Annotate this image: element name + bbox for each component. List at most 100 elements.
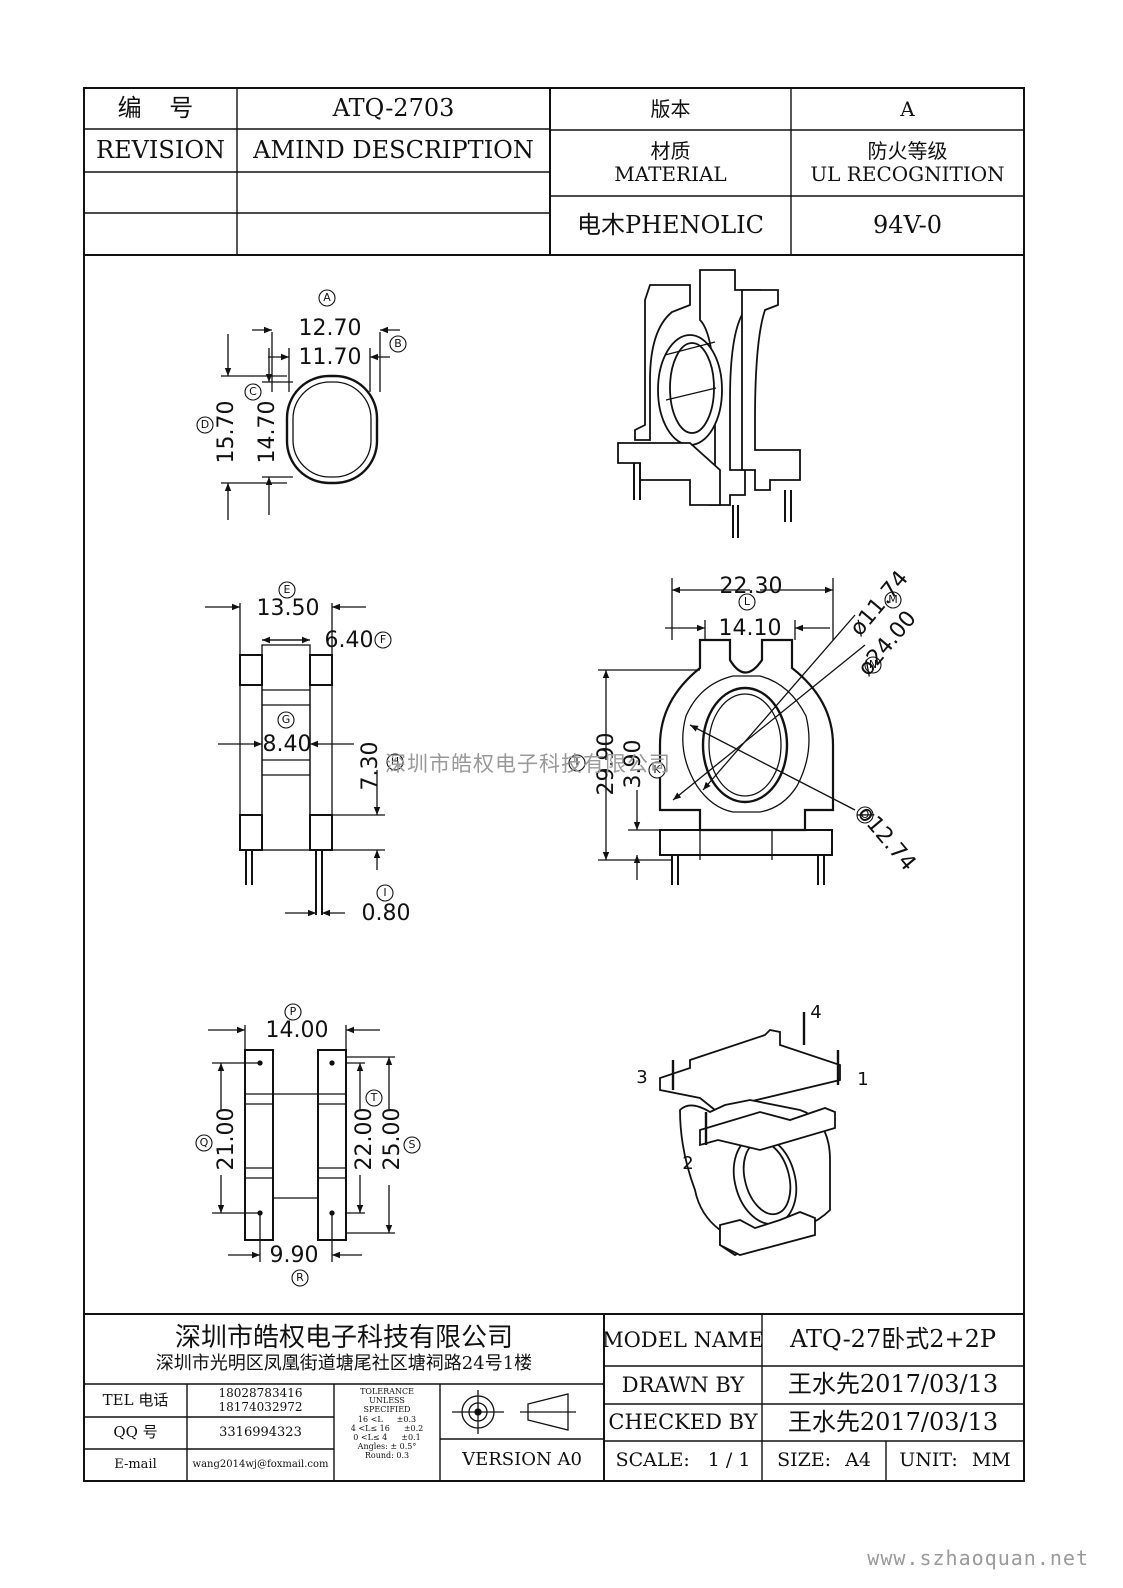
dim-e-width: 13.50 [256,596,320,622]
marker-l: L [743,594,751,608]
fire-label-cn: 防火等级 [867,139,948,163]
marker-f: F [379,632,387,646]
checked-label: CHECKED BY [608,1410,758,1435]
site-url: www.szhaoquan.net [867,1546,1089,1570]
marker-e: E [283,582,291,596]
dim-b-width: 11.70 [298,345,362,371]
dim-d-height: 15.70 [214,400,240,464]
marker-g: G [281,712,291,726]
view-p-bottom [208,1025,395,1262]
unit-value: MM [971,1449,1011,1472]
tolerance-row-2: 4 <L≤ 16 ±0.2 [351,1424,424,1433]
projection-symbol [452,1390,576,1434]
dim-c-height: 14.70 [255,400,281,464]
marker-o: O [860,807,870,821]
model-label: MODEL NAME [604,1327,762,1352]
tolerance-angles: Angles: ± 0.5° [357,1442,417,1452]
tolerance-row-1: 16 <L ±0.3 [358,1415,416,1424]
tolerance-line-1: TOLERANCE [360,1387,414,1396]
scale-cell: SCALE: 1 / 1 [604,1441,762,1481]
dim-t-height: 22.00 [352,1107,378,1171]
bobbin-3d-view [617,269,801,538]
revision-label: REVISION [96,135,225,164]
drawn-label: DRAWN BY [621,1372,745,1397]
dim-s-height: 25.00 [380,1107,406,1171]
marker-b: B [394,336,402,350]
marker-s: S [408,1137,416,1151]
tolerance-range-1: 16 <L [357,1414,383,1424]
tolerance-line-2: UNLESS [369,1396,405,1406]
fire-label: 防火等级 UL RECOGNITION [791,130,1024,196]
tolerance-range-2: 4 <L≤ 16 [350,1423,390,1433]
marker-h: H [390,754,400,768]
marker-q: Q [199,1135,209,1149]
material-label: 材质 MATERIAL [550,130,791,196]
scale-value: 1 / 1 [707,1449,751,1472]
drawn-value: 王水先2017/03/13 [787,1370,999,1399]
marker-d: D [200,417,210,431]
qq-value: 3316994323 [219,1424,302,1440]
dim-i-pin: 0.80 [361,901,411,927]
marker-a: A [323,290,331,304]
ref-circles [195,289,902,1287]
marker-m: M [888,592,898,606]
checked-value: 王水先2017/03/13 [787,1407,999,1436]
size-cell: SIZE: A4 [762,1441,886,1481]
company-address: 深圳市光明区凤凰街道塘尾社区塘祠路24号1楼 [155,1352,533,1374]
bobbin-3d-bottom [659,1012,841,1257]
view-a-window [221,326,400,520]
dim-r-pitch: 9.90 [269,1243,319,1269]
size-value: A4 [845,1449,871,1472]
marker-r: R [296,1270,304,1284]
version-a0: VERSION A0 [462,1448,582,1470]
marker-i: I [383,885,387,899]
tolerance-row-3: 0 <L≤ 4 ±0.1 [353,1433,420,1442]
dim-k-slot: 14.10 [718,616,782,642]
qq-label: QQ 号 [113,1423,158,1442]
tel-value-1: 18028783416 [218,1385,303,1400]
tolerance-range-3: 0 <L≤ 4 [353,1432,388,1442]
pin-label-4: 4 [810,1001,822,1023]
tolerance-line-3: SPECIFIED [363,1405,411,1415]
amind-label: AMIND DESCRIPTION [253,135,534,164]
tolerance-round: Round: 0.3 [364,1451,410,1461]
version-value: A [900,96,915,121]
unit-label: UNIT: [899,1449,958,1472]
code-label: 编 号 [117,93,204,122]
tolerance-tol-2: ±0.2 [403,1423,424,1433]
view-l-front [598,578,866,885]
model-value: ATQ-27卧式2+2P [789,1325,997,1354]
tolerance-tol-3: ±0.1 [401,1432,421,1442]
fire-label-en: UL RECOGNITION [810,162,1005,186]
view-e-side [205,603,385,917]
company-name: 深圳市皓权电子科技有限公司 [174,1322,513,1353]
scale-label: SCALE: [615,1449,690,1472]
size-label: SIZE: [777,1449,832,1472]
dim-l-width: 22.30 [719,574,783,600]
tel-value-2: 18174032972 [218,1399,303,1414]
material-label-en: MATERIAL [614,162,727,186]
marker-t: T [370,1090,378,1104]
dim-a-width: 12.70 [298,316,362,342]
email-label: E-mail [114,1456,157,1472]
company-block: 深圳市皓权电子科技有限公司 深圳市光明区凤凰街道塘尾社区塘祠路24号1楼 [84,1314,604,1384]
tolerance-block: TOLERANCE UNLESS SPECIFIED 16 <L ±0.3 4 <… [334,1384,440,1481]
code-value: ATQ-2703 [332,93,455,122]
tolerance-tol-1: ±0.3 [396,1414,417,1424]
marker-k: K [653,762,661,776]
material-label-cn: 材质 [650,139,691,163]
version-label: 版本 [650,96,691,121]
fire-value: 94V-0 [872,210,943,239]
marker-j: J [575,755,579,769]
material-value: 电木PHENOLIC [576,210,765,239]
marker-p: P [289,1004,297,1018]
tel-values: 18028783416 18174032972 [187,1384,334,1417]
email-value: wang2014wj@foxmail.com [192,1459,329,1471]
pin-label-1: 1 [857,1068,869,1090]
tel-label: TEL 电话 [102,1390,169,1409]
dim-h-height: 7.30 [358,741,384,791]
marker-n: N [868,657,878,671]
dim-g-width: 8.40 [262,732,312,758]
dim-q-height: 21.00 [214,1107,240,1171]
